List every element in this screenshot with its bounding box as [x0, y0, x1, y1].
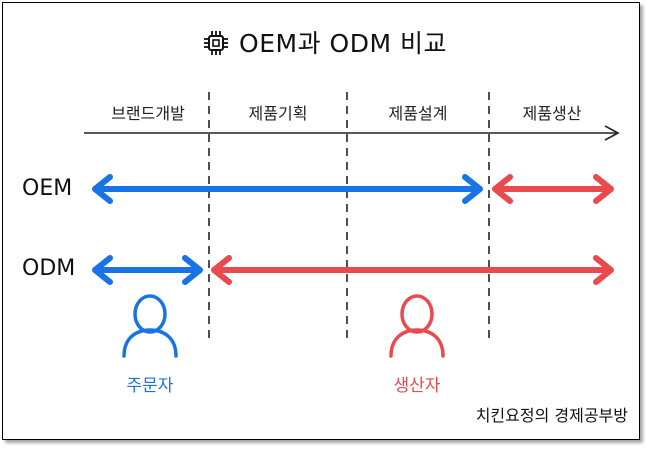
credit-text: 치킨요정의 경제공부방 — [475, 406, 628, 425]
producer-person-icon — [389, 294, 445, 358]
stage-production: 제품생산 — [522, 104, 582, 123]
title-text: OEM과 ODM 비교 — [239, 29, 447, 58]
row-label-oem: OEM — [22, 176, 73, 201]
orderer-person-icon — [122, 294, 178, 358]
orderer-label: 주문자 — [126, 376, 174, 396]
odm-producer-arrow — [211, 255, 614, 285]
producer-label: 생산자 — [393, 376, 441, 396]
row-label-odm: ODM — [22, 256, 76, 281]
timeline-arrowhead — [604, 125, 620, 141]
diagram-frame — [2, 2, 640, 440]
stage-product-design: 제품설계 — [388, 104, 448, 123]
oem-producer-arrow — [492, 174, 614, 204]
page-title: OEM과 ODM 비교 — [0, 24, 650, 62]
stage-product-planning: 제품기획 — [248, 104, 308, 123]
stage-brand-development: 브랜드개발 — [111, 104, 185, 123]
chip-icon — [203, 30, 229, 62]
odm-orderer-arrow — [92, 255, 203, 285]
oem-orderer-arrow — [92, 174, 483, 204]
